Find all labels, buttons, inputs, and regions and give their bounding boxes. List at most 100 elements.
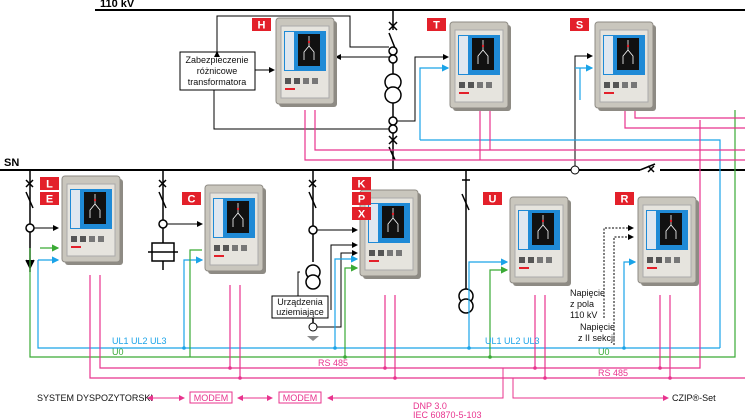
junction-dot bbox=[467, 346, 471, 350]
relay-button[interactable] bbox=[631, 82, 637, 88]
ul-to-t bbox=[419, 64, 450, 140]
ul-to-r bbox=[623, 258, 637, 348]
relay-button[interactable] bbox=[459, 82, 465, 88]
 bbox=[624, 110, 745, 129]
device-label-text: K bbox=[358, 179, 366, 191]
junction-dot bbox=[658, 366, 662, 370]
device-label-text: H bbox=[258, 20, 266, 32]
diff-label-2: różnicowe bbox=[197, 66, 238, 76]
relay-button[interactable] bbox=[80, 236, 86, 242]
relay-button[interactable] bbox=[214, 245, 220, 251]
 bbox=[189, 249, 202, 357]
relay-button[interactable] bbox=[378, 250, 384, 256]
relay-button[interactable] bbox=[285, 78, 291, 84]
protection-relay-u[interactable]: U bbox=[483, 192, 571, 286]
protection-relay-t[interactable]: T bbox=[427, 18, 511, 111]
ul-label-right: UL1 UL2 UL3 bbox=[485, 336, 540, 346]
note-110-line3: 110 kV bbox=[570, 310, 597, 320]
bus-sn-label: SN bbox=[4, 157, 19, 169]
protection-relay-r[interactable]: R bbox=[615, 192, 699, 286]
relay-button[interactable] bbox=[71, 236, 77, 242]
u0-to-u bbox=[489, 266, 509, 357]
relay-button[interactable] bbox=[369, 250, 375, 256]
device-label-text: L bbox=[46, 179, 53, 191]
relay-button[interactable] bbox=[519, 257, 525, 263]
device-label-x: X bbox=[352, 207, 371, 221]
rs485-top-2 bbox=[314, 110, 745, 151]
relay-button[interactable] bbox=[604, 82, 610, 88]
bus-110kv: 110 kV bbox=[95, 0, 745, 11]
u0-bus bbox=[29, 110, 736, 358]
relay-button[interactable] bbox=[387, 250, 393, 256]
relay-button[interactable] bbox=[89, 236, 95, 242]
relay-button[interactable] bbox=[294, 78, 300, 84]
relay-button[interactable] bbox=[223, 245, 229, 251]
relay-button[interactable] bbox=[312, 78, 318, 84]
note-110-line1: Napięcie bbox=[570, 288, 605, 298]
modem-2-label: MODEM bbox=[283, 393, 318, 403]
junction-dot bbox=[622, 346, 626, 350]
rs485-bus-2 bbox=[89, 275, 745, 379]
u0-label-left: U0 bbox=[112, 347, 124, 357]
device-label-text: X bbox=[358, 209, 366, 221]
protection-relay-h[interactable]: H bbox=[252, 17, 337, 107]
modem-2 bbox=[278, 391, 322, 404]
relay-button[interactable] bbox=[396, 250, 402, 256]
relay-button[interactable] bbox=[613, 82, 619, 88]
u0-label-right: U0 bbox=[598, 347, 610, 357]
relay-button[interactable] bbox=[656, 257, 662, 263]
rs485-label-right: RS 485 bbox=[598, 368, 628, 378]
relay-button[interactable] bbox=[537, 257, 543, 263]
device-label-text: S bbox=[576, 20, 583, 32]
earthing-label-2: uziemiające bbox=[276, 307, 324, 317]
relay-button[interactable] bbox=[665, 257, 671, 263]
earthing-label-1: Urządzenia bbox=[277, 297, 323, 307]
transformer-bay bbox=[384, 10, 402, 170]
note-sec2: Napięcie z II sekcji bbox=[578, 322, 615, 343]
device-label-text: C bbox=[188, 194, 196, 206]
protection-relay-kpx[interactable]: KPX bbox=[352, 177, 421, 279]
relay-button[interactable] bbox=[674, 257, 680, 263]
rs485-label-left: RS 485 bbox=[318, 358, 348, 368]
junction-dot bbox=[668, 376, 672, 380]
junction-dot bbox=[488, 355, 492, 359]
relay-button[interactable] bbox=[528, 257, 534, 263]
junction-dot bbox=[228, 366, 232, 370]
protection-relay-le[interactable]: LE bbox=[40, 175, 123, 265]
earthing-box: Urządzenia uziemiające bbox=[271, 295, 329, 319]
feeder-c bbox=[148, 170, 203, 270]
feeder-u bbox=[458, 170, 474, 314]
relay-button[interactable] bbox=[477, 82, 483, 88]
protocol-iec: IEC 60870-5-103 bbox=[413, 410, 482, 420]
relay-button[interactable] bbox=[546, 257, 552, 263]
relay-button[interactable] bbox=[241, 245, 247, 251]
relay-button[interactable] bbox=[468, 82, 474, 88]
junction-dot bbox=[383, 366, 387, 370]
diff-protection-box: Zabezpieczenie różnicowe transformatora bbox=[179, 51, 256, 91]
relay-button[interactable] bbox=[98, 236, 104, 242]
protection-relay-c[interactable]: C bbox=[182, 184, 266, 274]
ul-bus bbox=[37, 260, 720, 349]
relay-button[interactable] bbox=[486, 82, 492, 88]
dispatch-system-label: SYSTEM DYSPOZYTORSKI bbox=[37, 393, 153, 403]
czip-set-label: CZIP®-Set bbox=[672, 393, 716, 403]
device-label-s: S bbox=[570, 18, 589, 32]
device-label-k: K bbox=[352, 177, 371, 191]
device-label-r: R bbox=[615, 192, 634, 206]
devices: H T S LE C KPX U R bbox=[40, 17, 699, 286]
device-label-c: C bbox=[182, 192, 201, 206]
dotted-inputs-r bbox=[603, 225, 634, 345]
relay-button[interactable] bbox=[622, 82, 628, 88]
bus-sn: SN bbox=[0, 157, 745, 173]
device-label-text: P bbox=[358, 194, 365, 206]
modem-1 bbox=[189, 391, 233, 404]
diff-label-3: transformatora bbox=[188, 77, 247, 87]
ul-label-left: UL1 UL2 UL3 bbox=[112, 336, 167, 346]
device-label-text: T bbox=[433, 20, 440, 32]
bus-110kv-label: 110 kV bbox=[100, 0, 135, 10]
relay-button[interactable] bbox=[232, 245, 238, 251]
relay-button[interactable] bbox=[647, 257, 653, 263]
relay-button[interactable] bbox=[303, 78, 309, 84]
protection-relay-s[interactable]: S bbox=[570, 18, 656, 111]
